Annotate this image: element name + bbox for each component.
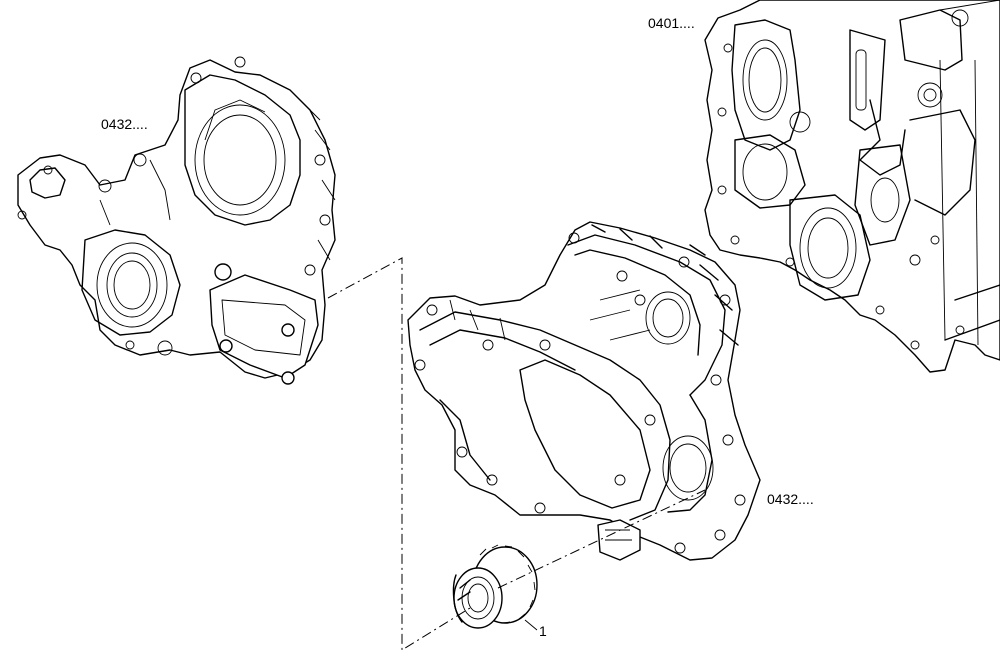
timing-cover-assembly-drawing xyxy=(17,56,336,385)
callout-gear-item-number: 1 xyxy=(539,623,547,639)
engine-block-drawing xyxy=(704,0,1000,373)
callout-front-housing-part-number: 0432.... xyxy=(767,491,814,507)
callout-left-cover-part-number: 0432.... xyxy=(101,116,148,132)
gear-drawing xyxy=(452,544,538,629)
front-housing-drawing xyxy=(407,221,761,561)
leader-lines xyxy=(327,257,706,651)
callout-block-part-number: 0401.... xyxy=(648,15,695,31)
